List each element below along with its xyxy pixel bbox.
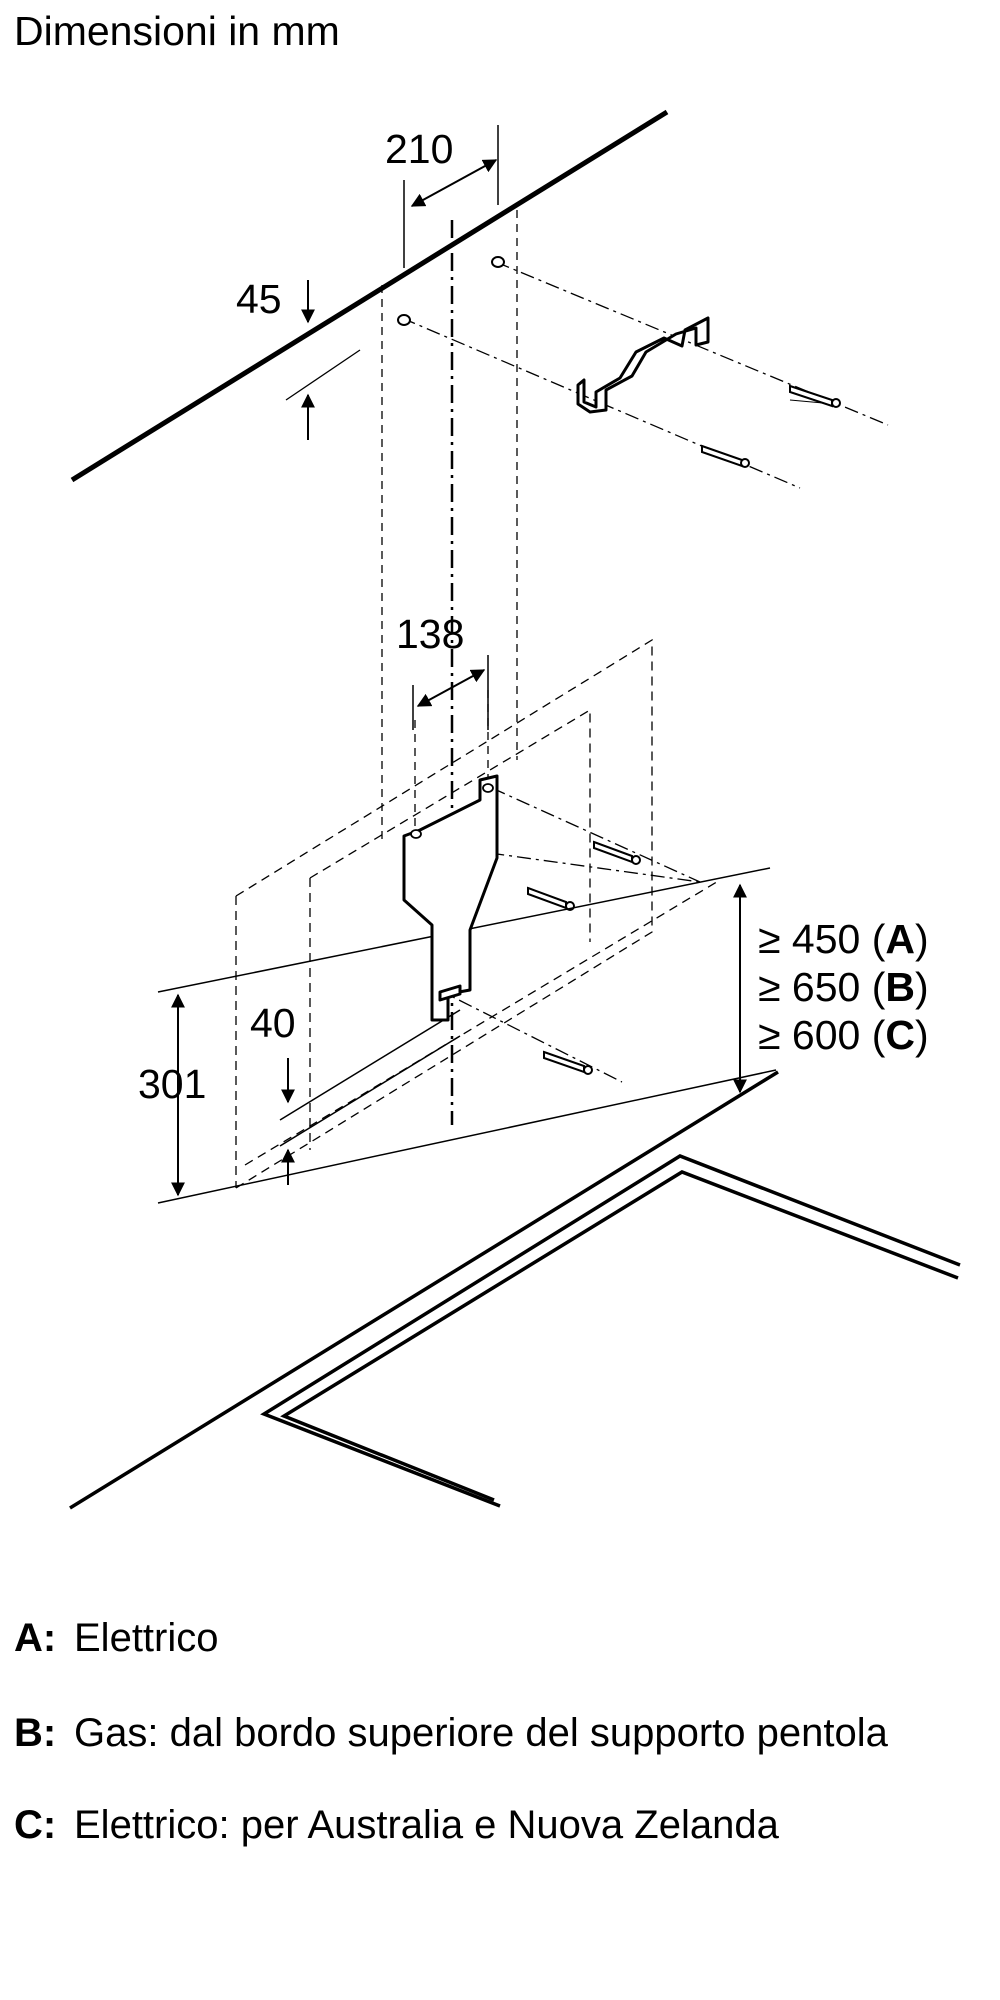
ceiling-line [70,109,669,483]
bracket-holes [410,783,494,839]
dimension-40: 40 [250,1000,296,1185]
dim-label-210: 210 [385,126,453,172]
dimension-138: 138 [396,611,489,730]
diagram-title: Dimensioni in mm [14,8,340,54]
clearance-b: ≥ 650 (B) [758,964,929,1010]
upper-bracket [576,316,710,414]
legend-key-a: A: [14,1616,57,1660]
ceiling-holes [397,256,505,326]
dim-label-138: 138 [396,611,464,657]
legend-text-b: Gas: dal bordo superiore del supporto pe… [74,1711,888,1755]
dimension-210: 210 [385,125,499,268]
clearance-a: ≥ 450 (A) [758,916,929,962]
legend-key-b: B: [14,1711,57,1755]
dim-label-45: 45 [236,276,282,322]
clearance-dimension: ≥ 450 (A) ≥ 650 (B) ≥ 600 (C) [733,883,929,1094]
legend-key-c: C: [14,1803,57,1847]
dim-label-40: 40 [250,1000,296,1046]
clearance-c: ≥ 600 (C) [758,1012,929,1058]
dimension-301: 301 [138,993,206,1197]
dim-label-301: 301 [138,1061,206,1107]
lower-bracket [402,774,499,1022]
installation-diagram: 210 45 [69,109,961,1510]
legend-text-a: Elettrico [74,1616,219,1660]
cooktop [69,1070,961,1510]
legend-text-c: Elettrico: per Australia e Nuova Zelanda [74,1803,779,1847]
hood-outline [235,638,721,1189]
dimension-45: 45 [236,276,361,440]
guide-lines [381,210,518,845]
screws [527,384,841,1075]
